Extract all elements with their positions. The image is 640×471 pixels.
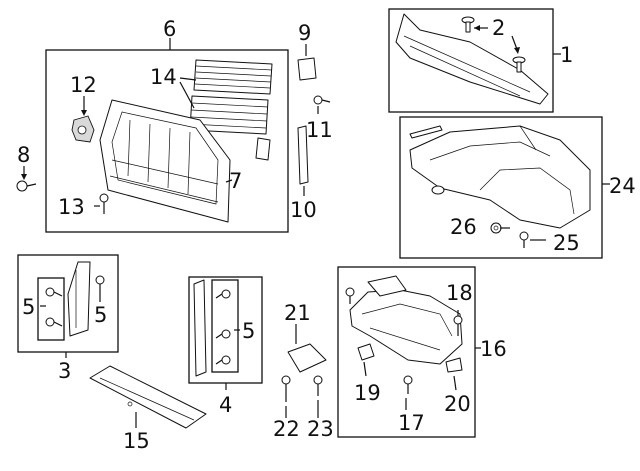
part-screw-5f bbox=[215, 355, 231, 365]
callout-11: 11 bbox=[306, 118, 333, 142]
callout-16: 16 bbox=[480, 337, 507, 361]
group-box-6 bbox=[45, 49, 289, 233]
callout-25: 25 bbox=[553, 231, 580, 255]
part-bolt-13 bbox=[99, 193, 109, 214]
part-air-deflector-frame bbox=[99, 99, 231, 223]
group-box-3 bbox=[17, 254, 119, 353]
part-rod-10 bbox=[297, 125, 309, 185]
part-clip-9 bbox=[297, 57, 317, 81]
callout-23: 23 bbox=[307, 417, 334, 441]
group-4-side-bracket bbox=[188, 276, 263, 390]
callout-17: 17 bbox=[398, 411, 425, 435]
part-bolt-25 bbox=[519, 231, 529, 248]
group-16-splash-shield bbox=[337, 266, 481, 438]
part-screw-5b bbox=[45, 317, 63, 327]
group-24-under-shield bbox=[399, 116, 610, 259]
part-bracket-21 bbox=[287, 343, 327, 373]
callout-26: 26 bbox=[450, 215, 477, 239]
callout-8: 8 bbox=[17, 143, 30, 167]
part-bolt-22 bbox=[281, 375, 291, 402]
part-screw-5c bbox=[95, 275, 105, 294]
part-clip-19 bbox=[357, 343, 375, 361]
part-side-bracket-4 bbox=[193, 279, 207, 377]
part-bracket-12 bbox=[71, 115, 95, 143]
callout-5c: 5 bbox=[242, 319, 255, 343]
part-screw-5d bbox=[215, 289, 231, 299]
part-clip-2a bbox=[461, 16, 475, 33]
part-splash-shield bbox=[349, 275, 463, 365]
group-box-4-fasteners bbox=[211, 279, 239, 373]
part-side-bracket-3 bbox=[67, 261, 91, 337]
callout-14: 14 bbox=[150, 65, 177, 89]
callout-22: 22 bbox=[273, 417, 300, 441]
part-bolt-17 bbox=[403, 375, 413, 394]
callout-19: 19 bbox=[354, 381, 381, 405]
part-bolt-11 bbox=[313, 95, 331, 105]
group-box-16 bbox=[337, 266, 476, 438]
part-push-pin-24 bbox=[431, 185, 445, 195]
group-3-side-bracket bbox=[17, 254, 119, 358]
callout-24: 24 bbox=[609, 174, 636, 198]
callout-12: 12 bbox=[70, 73, 97, 97]
callout-21: 21 bbox=[284, 301, 311, 325]
part-nut-26 bbox=[490, 222, 502, 234]
group-box-1 bbox=[388, 8, 554, 113]
part-engine-shield bbox=[409, 125, 591, 229]
callout-18: 18 bbox=[446, 281, 473, 305]
part-lower-shield-15 bbox=[89, 365, 207, 429]
callout-3: 3 bbox=[58, 359, 71, 383]
part-screw-5e bbox=[215, 329, 231, 339]
group-box-3-fasteners bbox=[37, 277, 65, 341]
callout-9: 9 bbox=[298, 21, 311, 45]
group-1-upper-deflector bbox=[388, 8, 561, 113]
group-6-shutter-assembly bbox=[45, 38, 289, 233]
part-strip-24 bbox=[409, 125, 443, 139]
callout-2: 2 bbox=[492, 16, 505, 40]
part-upper-deflector bbox=[395, 13, 549, 105]
callout-10: 10 bbox=[290, 198, 317, 222]
part-bolt-8 bbox=[16, 180, 37, 192]
callout-13: 13 bbox=[58, 195, 85, 219]
callout-1: 1 bbox=[560, 43, 573, 67]
part-bolt-16 bbox=[345, 287, 355, 304]
callout-5a: 5 bbox=[22, 295, 35, 319]
callout-6: 6 bbox=[163, 17, 176, 41]
part-clip-2b bbox=[512, 56, 526, 73]
callout-15: 15 bbox=[123, 429, 150, 453]
part-shutter-louvers bbox=[189, 59, 273, 161]
callouts: 1 2 3 4 5 5 5 6 7 8 9 10 11 12 13 14 15 … bbox=[17, 16, 636, 453]
callout-7: 7 bbox=[229, 169, 242, 193]
callout-5b: 5 bbox=[94, 303, 107, 327]
group-box-24 bbox=[399, 116, 603, 259]
callout-4: 4 bbox=[219, 393, 232, 417]
part-screw-5a bbox=[45, 287, 63, 297]
callout-20: 20 bbox=[444, 392, 471, 416]
part-clip-20 bbox=[445, 357, 463, 373]
part-bolt-23 bbox=[313, 375, 323, 396]
leader-lines bbox=[21, 44, 459, 428]
